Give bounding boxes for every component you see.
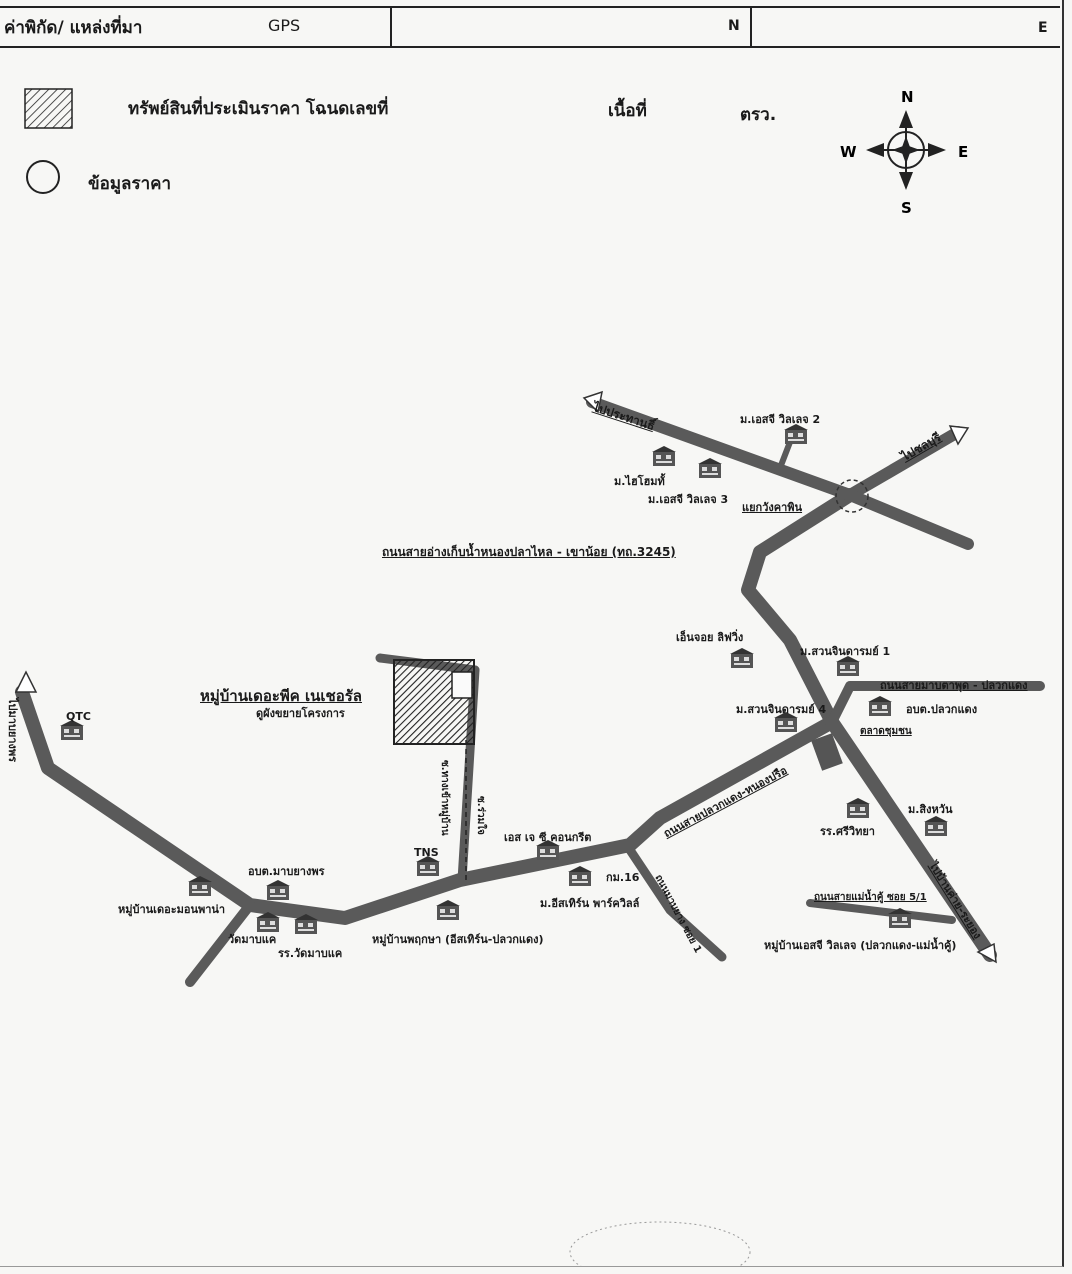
label-the-peak: หมู่บ้านเดอะพีค เนเชอรัล [200,687,362,705]
road-pluakdaeng-east [827,681,1045,727]
road-to-rayong [825,715,997,962]
east-label: E [1038,20,1048,36]
road-southwest [185,900,255,987]
label-ncon: เอ็นจอย ลิฟวิ่ง [676,631,744,644]
label-tns: TNS [414,846,439,859]
label-village-pruksa: หมู่บ้านพฤกษา (อีสเทิร์น-ปลวกแดง) [372,933,544,946]
road-3245 [741,488,857,729]
price-info-circle-icon [26,160,60,194]
label-m-hihome: ม.ไฮโฮมทั้ [614,475,665,488]
main-road [15,685,839,925]
price-info-label: ข้อมูลราคา [88,174,172,194]
label-school-sriwit: รร.ศรีวิทยา [820,825,875,838]
label-suanjindara4: ม.สวนจินดารมย์ 4 [736,703,827,716]
coords-label: ค่าพิกัด/ แหล่งที่มา [4,18,143,38]
road-mapyang-soi [625,845,727,962]
label-msg-villa3: ม.เอสจี วิลเลจ 3 [648,493,729,506]
road-villa2-stub [777,439,793,471]
label-school-watmapkae: รร.วัดมาบแค [278,947,343,960]
road-to-pathum [586,396,974,550]
building-icons [60,424,948,934]
compass-s: S [901,199,912,216]
arrow-to-rayong-icon [976,942,997,964]
coords-cell: ค่าพิกัด/ แหล่งที่มา GPS [0,8,392,46]
header-table: ค่าพิกัด/ แหล่งที่มา GPS N E [0,6,1060,48]
compass-w: W [840,143,857,161]
compass-n: N [901,88,914,106]
label-soi-51: ถนนสายแม่น้ำคู้ ซอย 5/1 [814,892,927,903]
label-the-peak-sub: ดูผังขยายโครงการ [256,707,345,720]
label-to-maptaphut: ไปมาบยางพร [6,698,19,763]
junction-circle-icon [835,479,869,513]
arrow-to-chonburi-icon [948,425,970,446]
gps-label: GPS [268,16,301,35]
hatched-property-swatch [24,88,73,129]
label-junction: แยกวังคาพิน [742,501,803,514]
label-obt-pluakdaeng: อบต.ปลวกแดง [906,703,978,716]
north-label: N [728,18,740,34]
label-soi-road: ซ.ทางเข้าหมู่บ้าน [439,760,450,836]
label-village-prairie: หมู่บ้านเดอะมอนพาน่า [118,903,226,916]
compass-rose-icon: N S E W [840,88,968,216]
compass-e: E [958,143,968,161]
arrow-to-pathum-icon [582,390,603,414]
label-soi-road2: ซ.ร่วมใจ [475,796,486,835]
label-sg-villa: หมู่บ้านเอสจี วิลเลจ (ปลวกแดง-แม่น้ำคู้) [764,939,957,952]
label-obt-mapyangporn: อบต.มาบยางพร [248,865,325,878]
label-sg-concrete: เอส เจ ซี คอนกรีต [504,831,592,844]
label-qtc: QTC [66,710,91,723]
area-label: เนื้อที่ [608,101,647,121]
label-market: ตลาดชุมชน [860,726,912,737]
label-wat-mapkae: วัดมาบแค [228,933,277,946]
label-km16: กม.16 [606,871,640,884]
label-suanjindara1: ม.สวนจินดารมย์ 1 [800,645,891,658]
label-eastern-park: ม.อีสเทิร์น พาร์ควิลล์ [540,897,640,910]
north-cell[interactable]: N [392,8,752,46]
road-to-chonburi [844,426,964,501]
label-road-3245: ถนนสายอ่างเก็บน้ำหนองปลาไหล - เขาน้อย (ท… [382,545,676,559]
area-unit: ตรว. [740,105,777,125]
stamp-mark [569,1221,751,1266]
label-road-east: ถนนสายมาบตาพุด - ปลวกแดง [880,679,1028,692]
property-label: ทรัพย์สินที่ประเมินราคา โฉนดเลขที่ [128,99,389,119]
east-cell[interactable]: E [752,8,1060,46]
road-soi-51 [806,899,956,924]
label-msg-villa2: ม.เอสจี วิลเลจ 2 [740,413,821,426]
label-singhawan: ม.สิงหวัน [908,803,953,816]
arrow-to-maptaphut-icon [14,670,38,693]
